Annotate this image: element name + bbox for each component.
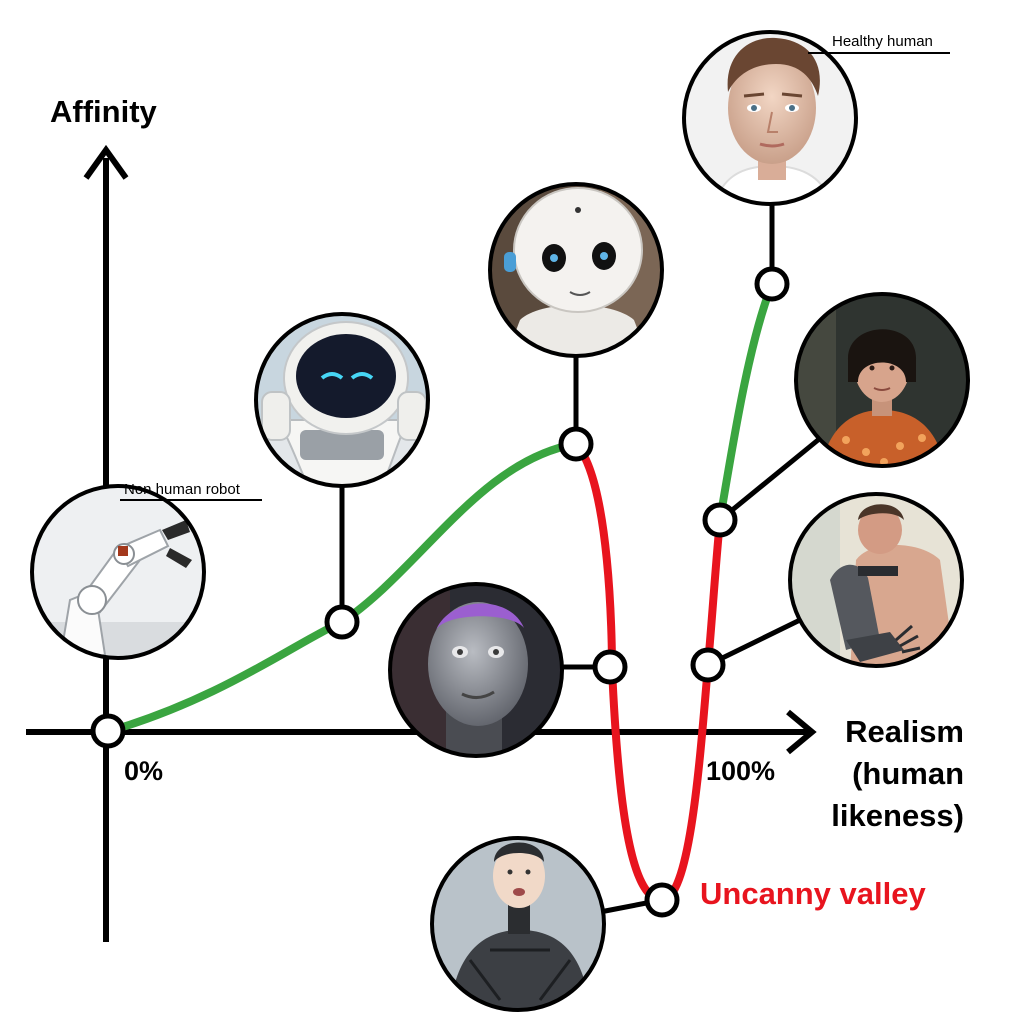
x-axis-label-line-1: Realism — [845, 714, 964, 749]
toy-robot-icon — [256, 314, 428, 486]
healthy-human-photo — [682, 30, 858, 206]
non-human-robot-label: Non human robot — [124, 481, 241, 498]
x-axis-start-label: 0% — [124, 756, 163, 786]
toy-robot-photo — [254, 312, 430, 488]
industrial-robot-arm-photo — [30, 484, 206, 660]
connector-ai — [718, 438, 820, 522]
node-pepper — [558, 426, 594, 462]
node-origin — [90, 713, 126, 749]
android-torso-icon — [432, 838, 604, 1010]
node-toy — [324, 604, 360, 640]
prosthetic-arm-icon — [790, 494, 962, 666]
robot-arm-icon — [32, 486, 204, 658]
non-human-robot-annotation: Non human robot — [120, 481, 262, 501]
healthy-human-annotation: Healthy human — [808, 33, 950, 54]
healthy-human-label: Healthy human — [832, 33, 933, 50]
uncanny-android-photo — [430, 836, 606, 1012]
x-axis-label-line-3: likeness) — [831, 798, 964, 833]
humanoid-robot-icon — [490, 184, 662, 356]
prosthetic-arm-photo — [788, 492, 964, 668]
node-valley — [644, 882, 680, 918]
y-axis-arrowhead — [83, 144, 129, 180]
uncanny-valley-label: Uncanny valley — [700, 876, 926, 911]
node-human — [754, 266, 790, 302]
node-ai — [702, 502, 738, 538]
pepper-robot-photo — [488, 182, 664, 358]
human-face-icon — [684, 32, 856, 204]
connector-lines — [339, 204, 820, 915]
female-android-icon — [796, 294, 968, 466]
x-axis-end-label: 100% — [706, 756, 775, 786]
x-axis-label-line-2: (human — [852, 756, 964, 791]
realistic-android-photo — [794, 292, 970, 468]
android-head-icon — [390, 584, 562, 756]
curve-nodes — [90, 266, 790, 918]
node-ameca — [592, 649, 628, 685]
y-axis-label: Affinity — [50, 94, 158, 129]
recovery-curve — [716, 280, 776, 524]
x-axis-arrowhead — [786, 709, 817, 755]
node-prosthetic — [690, 647, 726, 683]
android-robot-photo — [388, 582, 564, 758]
